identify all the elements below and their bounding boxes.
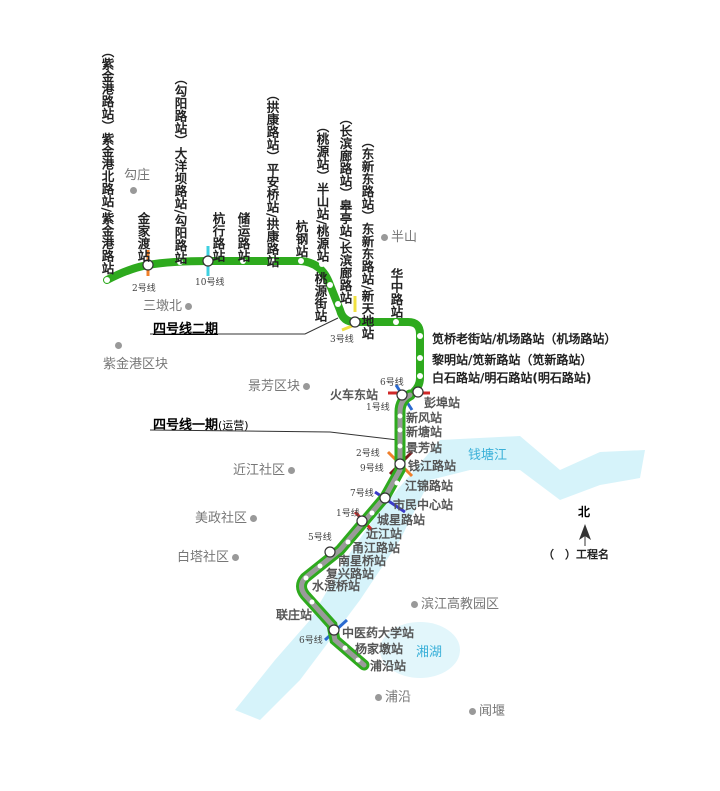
xiang-lake: [380, 622, 460, 678]
district-label: 滨江高教园区: [421, 597, 500, 612]
district-zijingang: 紫金港区块: [103, 338, 168, 372]
station-yangjiadun: 杨家墩站: [355, 642, 404, 656]
district-sandunbei: 三墩北: [143, 295, 195, 314]
district-dot-icon: [375, 694, 382, 701]
station-puyan: 浦沿站: [370, 659, 407, 673]
district-dot-icon: [469, 708, 476, 715]
station-zijingang: （紫金港路站）紫金港北路站/紫金港路站: [99, 45, 115, 275]
district-puyan: 浦沿: [372, 686, 411, 705]
station-xinfeng: 新风站: [406, 411, 443, 425]
district-label: 半山: [391, 230, 418, 245]
legend-project-name: （ ）工程名: [543, 548, 609, 561]
phase1-leader: [149, 429, 399, 441]
station-banshan: （桃源站）半山站/桃源站: [314, 120, 330, 263]
district-gouzhuang: 勾庄: [124, 164, 150, 198]
district-meizheng: 美政社区: [195, 507, 260, 526]
north-arrow-icon: [579, 524, 591, 546]
transfer-line-6: 6号线: [380, 378, 404, 388]
district-dot-icon: [250, 515, 258, 522]
district-dot-icon: [130, 187, 137, 194]
station-hangxing: 杭行路站: [210, 212, 226, 262]
station-jinjiadu: 金家渡站: [135, 212, 151, 262]
station-dayangba: （勾阳路站）大洋坝路站/勾阳路站: [172, 72, 188, 265]
phase1-title: 四号线一期: [153, 418, 219, 433]
station-dongxindong: （东新东路站）东新东路站/新天地站: [359, 135, 375, 340]
district-label: 近江社区: [233, 463, 286, 478]
transfer-line-2b: 2号线: [356, 449, 380, 459]
transfer-line-2: 2号线: [132, 284, 156, 294]
district-label: 浦沿: [385, 690, 412, 705]
station-jingfang: 景芳站: [406, 441, 443, 455]
district-label: 景芳区块: [248, 379, 301, 394]
district-banshan: 半山: [378, 226, 417, 245]
station-nanxingqiao: 南星桥站: [338, 554, 387, 568]
transfer-line-5: 5号线: [308, 533, 332, 543]
station-pengbu: 彭埠站: [424, 396, 461, 410]
station-shiminzhongxin: 市民中心站: [393, 498, 454, 512]
station-gaoting: （长滨廊路站）皋亭站/长滨廊路站: [337, 112, 353, 305]
district-dot-icon: [115, 342, 122, 349]
station-jiangjinlu: 江锦路站: [405, 479, 454, 493]
station-lianzhuang: 联庄站: [276, 608, 313, 622]
station-zhongyiyao: 中医药大学站: [342, 626, 415, 640]
station-dots: [104, 258, 423, 663]
station-qianjianglu: 钱江路站: [408, 459, 457, 473]
transfer-line-1b: 1号线: [336, 509, 360, 519]
district-label: 三墩北: [143, 299, 183, 314]
district-label: 白塔社区: [177, 550, 230, 565]
district-dot-icon: [303, 383, 311, 390]
station-baishi: 白石路站/明石路站(明石路站): [432, 371, 592, 385]
transfer-line-6b: 6号线: [299, 636, 323, 646]
station-hanggang: 杭钢站: [293, 220, 309, 258]
district-label: 美政社区: [195, 511, 248, 526]
station-liming: 黎明站/笕新路站（笕新路站）: [432, 353, 593, 367]
district-label: 紫金港区块: [103, 357, 169, 372]
station-chengxinglu: 城星路站: [377, 513, 426, 527]
qiantang-river: [235, 436, 645, 720]
station-xintang: 新塘站: [406, 425, 443, 439]
station-pinganqiao: （拱康路站）平安桥站/拱康路站: [264, 88, 280, 268]
station-huazhong: 华中路站: [388, 268, 404, 318]
district-dot-icon: [185, 303, 193, 310]
station-jianqiao: 笕桥老街站/机场路站（机场路站）: [432, 332, 617, 346]
qiantang-river-label: 钱塘江: [468, 448, 508, 463]
district-dot-icon: [232, 554, 240, 561]
phase1-note: (运营): [218, 419, 249, 432]
phase1-label: 四号线一期(运营): [153, 414, 249, 433]
district-binjiang: 滨江高教园区: [408, 593, 499, 612]
station-fuxinglu: 复兴路站: [326, 567, 375, 581]
district-dot-icon: [411, 601, 418, 608]
station-chuyun: 储运路站: [235, 212, 251, 262]
district-dot-icon: [288, 467, 296, 474]
north-label: 北: [578, 505, 591, 519]
station-yongjianglu: 甬江路站: [352, 541, 401, 555]
transfer-line-1: 1号线: [366, 403, 390, 413]
transfer-line-10: 10号线: [195, 278, 225, 288]
district-label: 闻堰: [479, 704, 506, 719]
district-dot-icon: [381, 234, 388, 241]
station-shuichengqiao: 水澄桥站: [312, 579, 361, 593]
transfer-line-7: 7号线: [350, 489, 374, 499]
district-wenyan: 闻堰: [466, 700, 505, 719]
station-jinjiang: 近江站: [366, 527, 403, 541]
station-taoyuanjie: 桃源街站: [312, 272, 328, 322]
district-jingfang: 景芳区块: [248, 375, 313, 394]
xiang-lake-label: 湘湖: [416, 645, 443, 660]
district-jinjiang: 近江社区: [233, 459, 298, 478]
station-huochedong: 火车东站: [330, 388, 379, 402]
district-label: 勾庄: [124, 168, 151, 183]
phase2-leader: [150, 317, 339, 335]
transfer-line-3: 3号线: [330, 335, 354, 345]
transfer-line-9: 9号线: [360, 464, 384, 474]
phase2-label: 四号线二期: [153, 322, 219, 337]
district-baita: 白塔社区: [177, 546, 242, 565]
transfer-station-icons: [142, 255, 424, 636]
